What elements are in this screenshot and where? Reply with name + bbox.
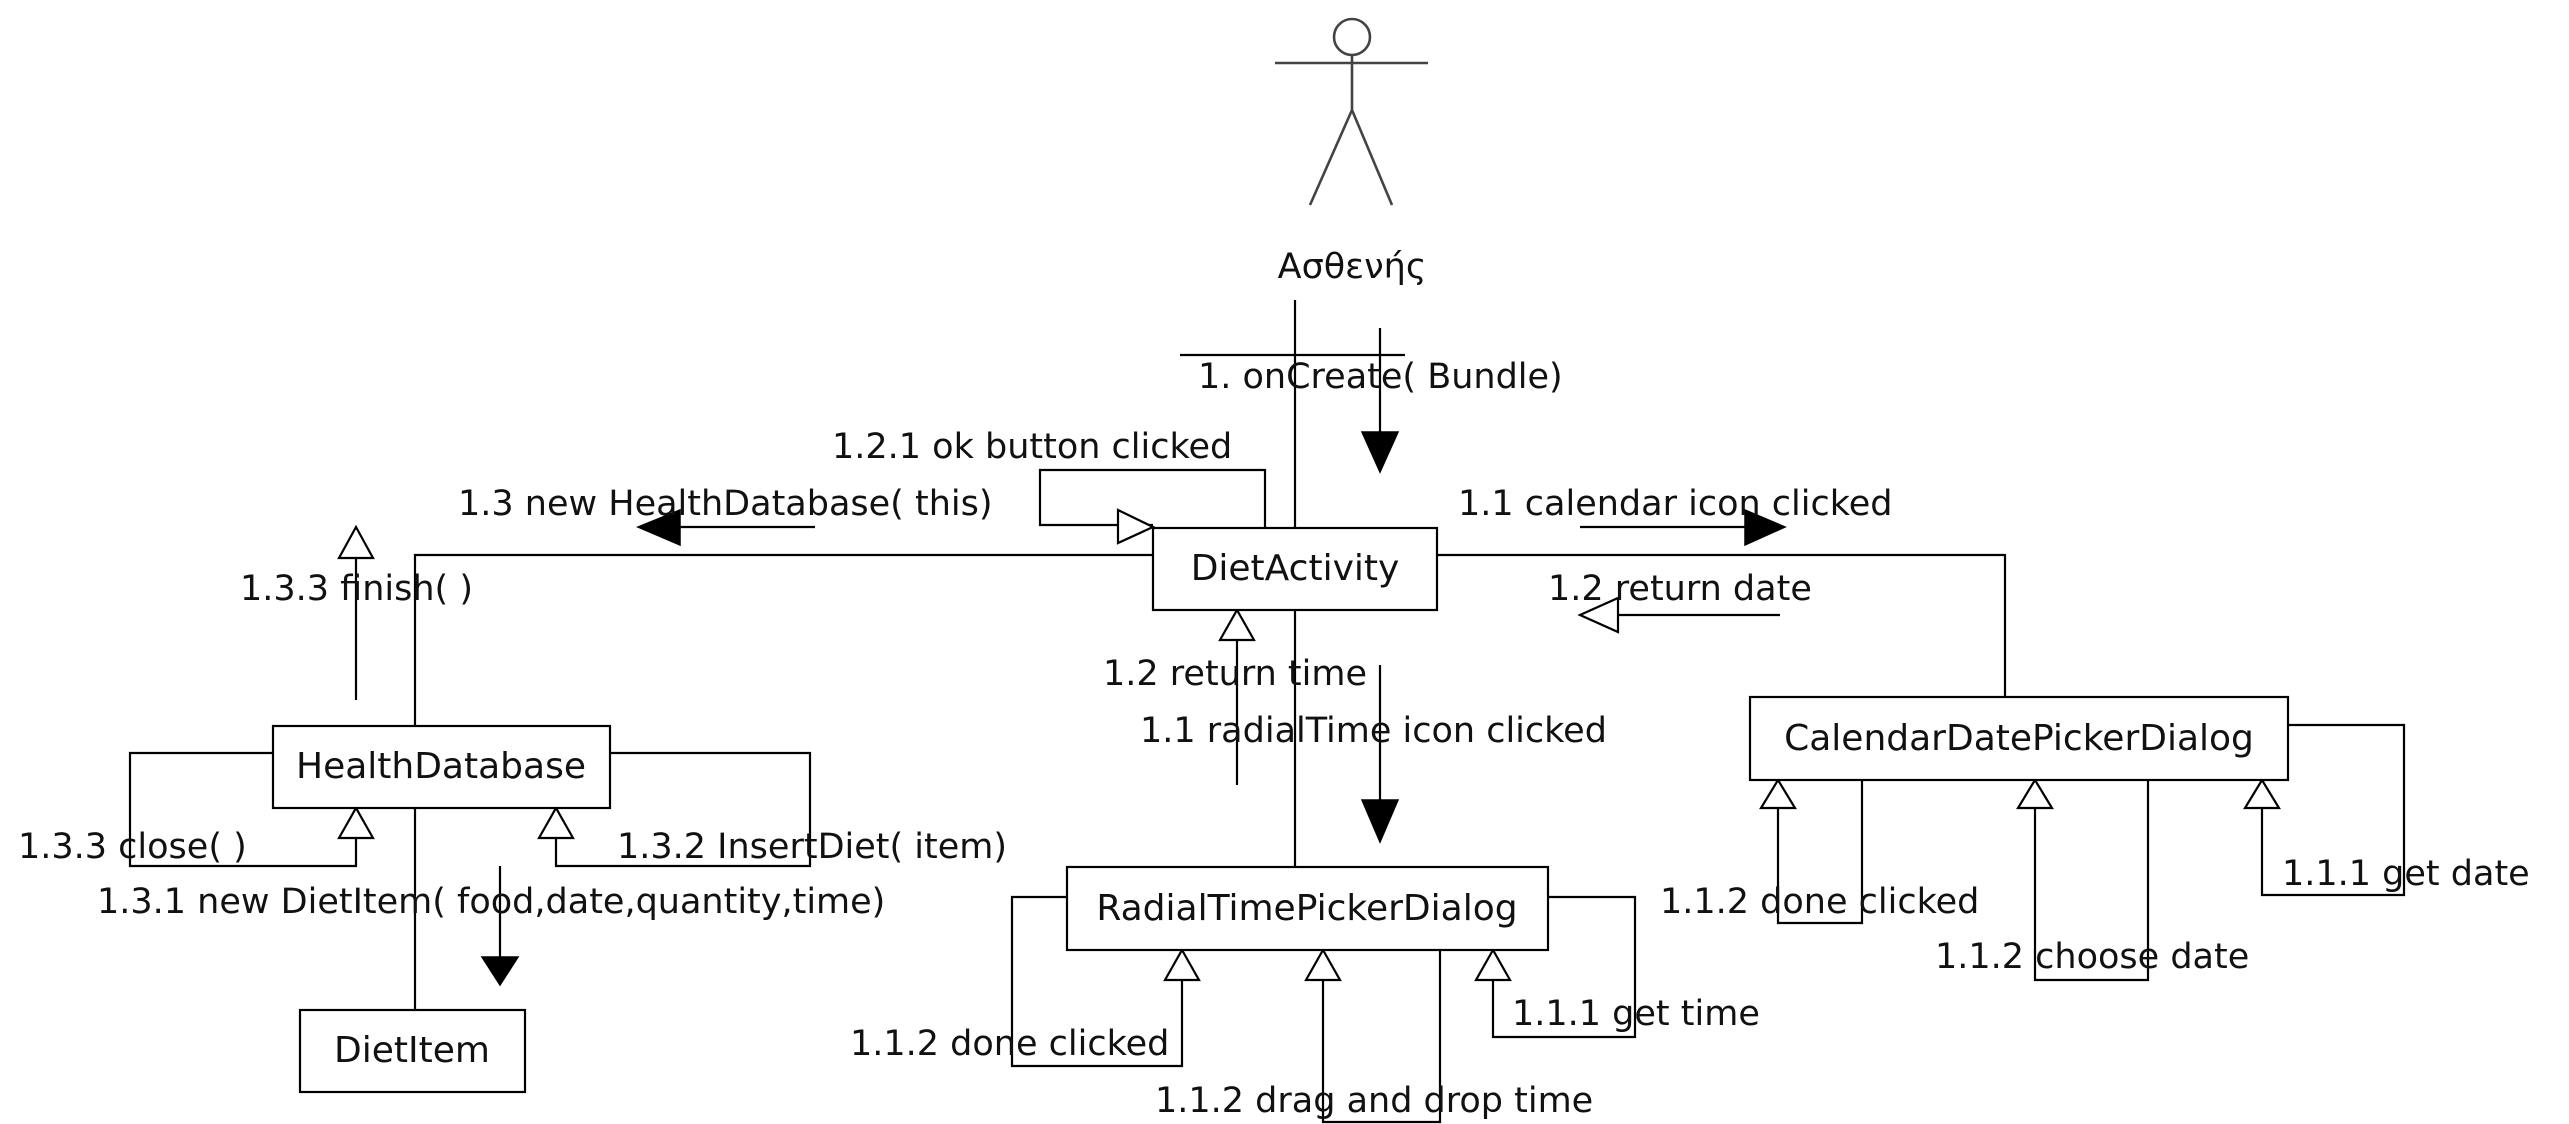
label-choose-date: 1.1.2 choose date [1935,937,2249,977]
arrowhead-ok-button [1116,508,1156,545]
arrowhead-time-done [1163,947,1201,982]
loop-choose-date [2033,780,2150,982]
label-finish: 1.3.3 finish( ) [240,569,473,609]
loop-get-time [1491,895,1637,1039]
label-date-done: 1.1.2 done clicked [1660,882,1979,922]
open-arrowheads [337,508,2281,982]
label-close: 1.3.3 close( ) [18,827,247,867]
actor-name: Ασθενής [1278,247,1427,287]
arrowhead-choose-date [2016,777,2054,810]
object-diet-item: DietItem [298,1008,527,1094]
arrowhead-finish [337,524,375,560]
object-health-database: HealthDatabase [271,724,612,810]
message-labels: 1. onCreate( Bundle) 1.2.1 ok button cli… [18,357,2530,1121]
object-label: RadialTimePickerDialog [1096,888,1517,929]
loop-drag-drop [1321,950,1442,1124]
actor-patient [1275,17,1428,206]
loop-date-done [1776,780,1864,925]
loop-close [128,751,358,868]
label-radialtime-icon: 1.1 radialTime icon clicked [1140,711,1607,751]
arrowhead-return-time [1218,607,1256,642]
arrowhead-close [337,805,375,840]
arrowhead-return-date [1577,596,1620,634]
object-radial-time-picker: RadialTimePickerDialog [1065,865,1550,952]
arrowhead-calendar-icon [1744,508,1787,547]
arrowhead-new-healthdatabase [636,508,681,547]
label-return-time: 1.2 return time [1103,654,1367,694]
label-get-time: 1.1.1 get time [1512,994,1760,1034]
object-label: DietItem [334,1030,490,1071]
object-diet-activity: DietActivity [1151,526,1439,612]
object-label: DietActivity [1191,548,1400,589]
label-ok-button: 1.2.1 ok button clicked [832,427,1232,467]
object-label: CalendarDatePickerDialog [1784,718,2254,759]
arrowhead-get-date [2243,777,2281,810]
arrowhead-get-time [1474,947,1512,982]
arrowhead-drag-drop [1304,947,1342,982]
arrowhead-new-dietitem [480,956,520,987]
loop-insert-diet [554,751,812,868]
label-oncreate: 1. onCreate( Bundle) [1198,357,1563,397]
arrowhead-date-done [1759,777,1797,810]
label-insert-diet: 1.3.2 InsertDiet( item) [617,827,1007,867]
label-new-dietitem: 1.3.1 new DietItem( food,date,quantity,t… [97,882,885,922]
link-dietactivity-calendar [1437,553,2007,697]
loop-get-date [2260,723,2406,897]
solid-arrowheads [480,431,1787,987]
label-new-healthdatabase: 1.3 new HealthDatabase( this) [458,484,993,524]
arrowhead-radialtime-icon [1360,799,1400,844]
label-get-date: 1.1.1 get date [2282,854,2530,894]
links [413,300,2007,1010]
arrowhead-insert-diet [537,805,575,840]
arrowhead-oncreate [1360,431,1400,474]
label-calendar-icon: 1.1 calendar icon clicked [1458,484,1893,524]
loop-ok-button [1038,468,1267,528]
loop-time-done [1010,895,1184,1068]
object-calendar-date-picker: CalendarDatePickerDialog [1748,695,2290,782]
label-return-date: 1.2 return date [1548,569,1812,609]
label-drag-drop: 1.1.2 drag and drop time [1155,1081,1593,1121]
self-loops [128,468,2406,1124]
link-dietactivity-healthdatabase [413,553,1153,726]
object-label: HealthDatabase [296,746,586,787]
label-time-done: 1.1.2 done clicked [850,1024,1169,1064]
arrow-shafts [354,328,1780,957]
